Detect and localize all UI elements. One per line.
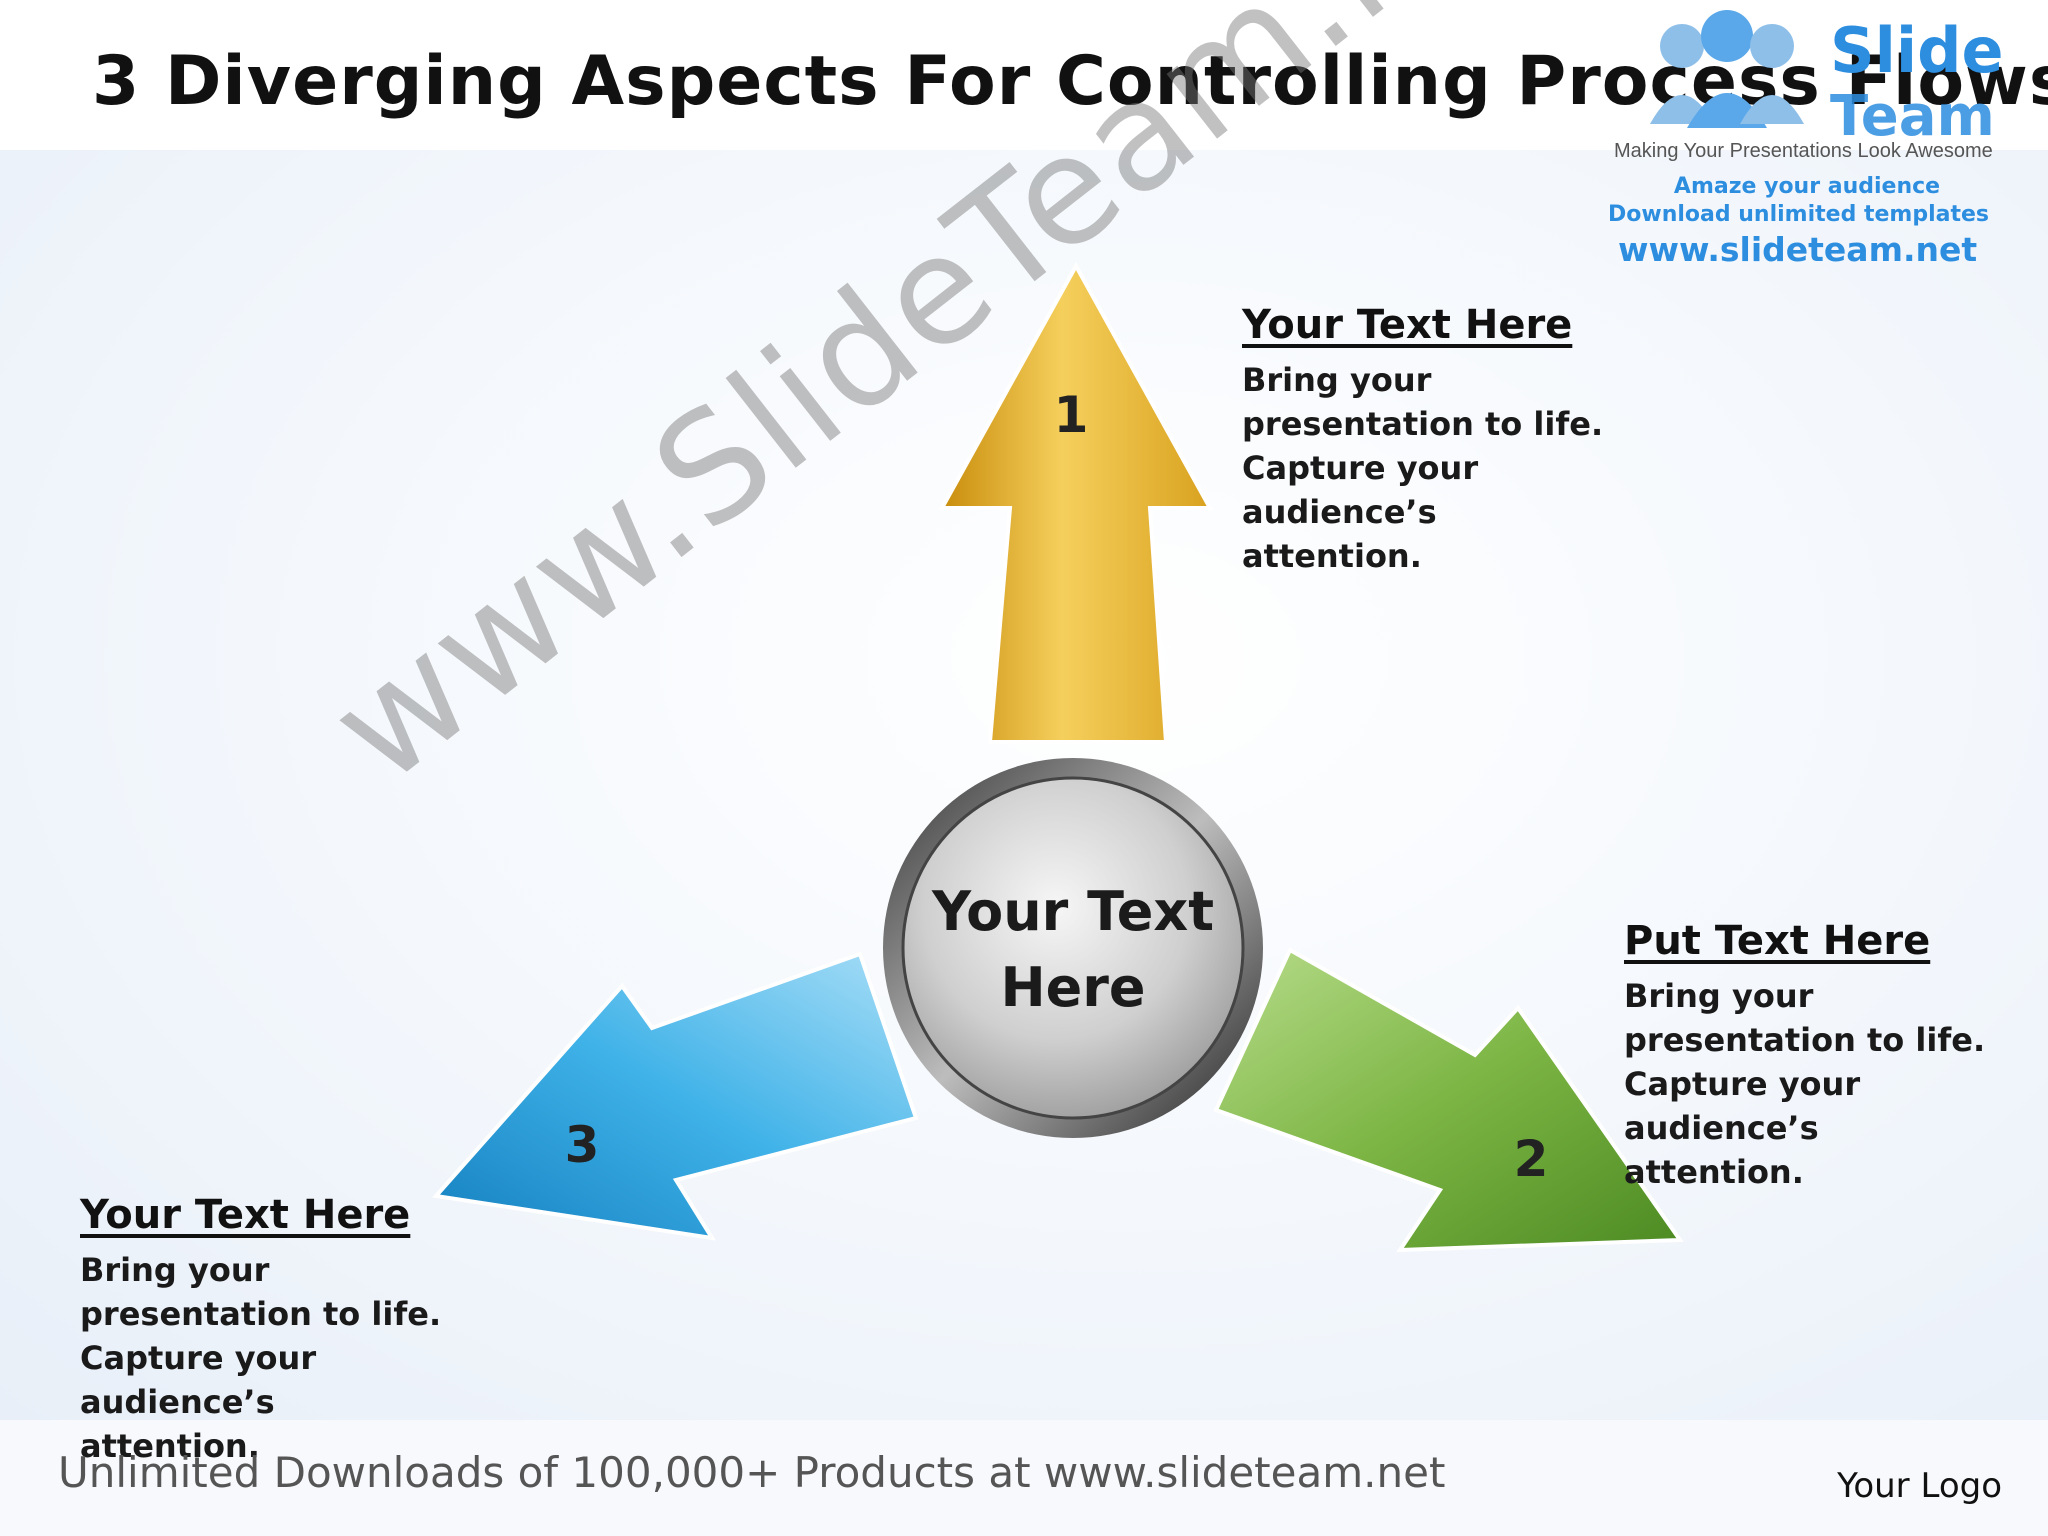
footer-promo-text: Unlimited Downloads of 100,000+ Products… [58,1448,1446,1497]
callout-top: Your Text Here Bring your presentation t… [1242,302,1622,578]
footer-bar [0,1420,2048,1536]
arrow-1-up [938,261,1214,744]
hub-circle [901,776,1245,1120]
callout-top-heading: Your Text Here [1242,302,1573,348]
people-logo-icon [1650,10,1804,128]
logo-slogan-1: Amaze your audience [1673,174,1941,199]
arrow-3-number: 3 [565,1116,600,1174]
callout-top-body: Bring your presentation to life. Capture… [1242,361,1604,575]
hub-label: Your Text Here [931,880,1215,1019]
callout-left-body: Bring your presentation to life. Capture… [80,1251,442,1465]
logo-tagline: Making Your Presentations Look Awesome [1614,140,1993,162]
arrow-2-number: 2 [1514,1130,1549,1188]
brand-logo: Slide Team Making Your Presentations Loo… [1608,6,2042,269]
logo-word-team: Team [1830,84,1995,149]
logo-word-slide: Slide [1830,14,2004,87]
logo-placeholder: Your Logo [1837,1466,2002,1506]
callout-left: Your Text Here Bring your presentation t… [80,1192,460,1468]
logo-url: www.slideteam.net [1618,230,1978,269]
callout-right: Put Text Here Bring your presentation to… [1624,918,2004,1194]
callout-right-body: Bring your presentation to life. Capture… [1624,977,1986,1191]
logo-slogan-2: Download unlimited templates [1608,202,1990,227]
callout-left-heading: Your Text Here [80,1192,411,1238]
callout-right-heading: Put Text Here [1624,918,1931,964]
arrow-1-number: 1 [1054,386,1089,444]
arrow-2-down-right [1213,947,1684,1253]
arrow-3-down-left [432,951,919,1241]
